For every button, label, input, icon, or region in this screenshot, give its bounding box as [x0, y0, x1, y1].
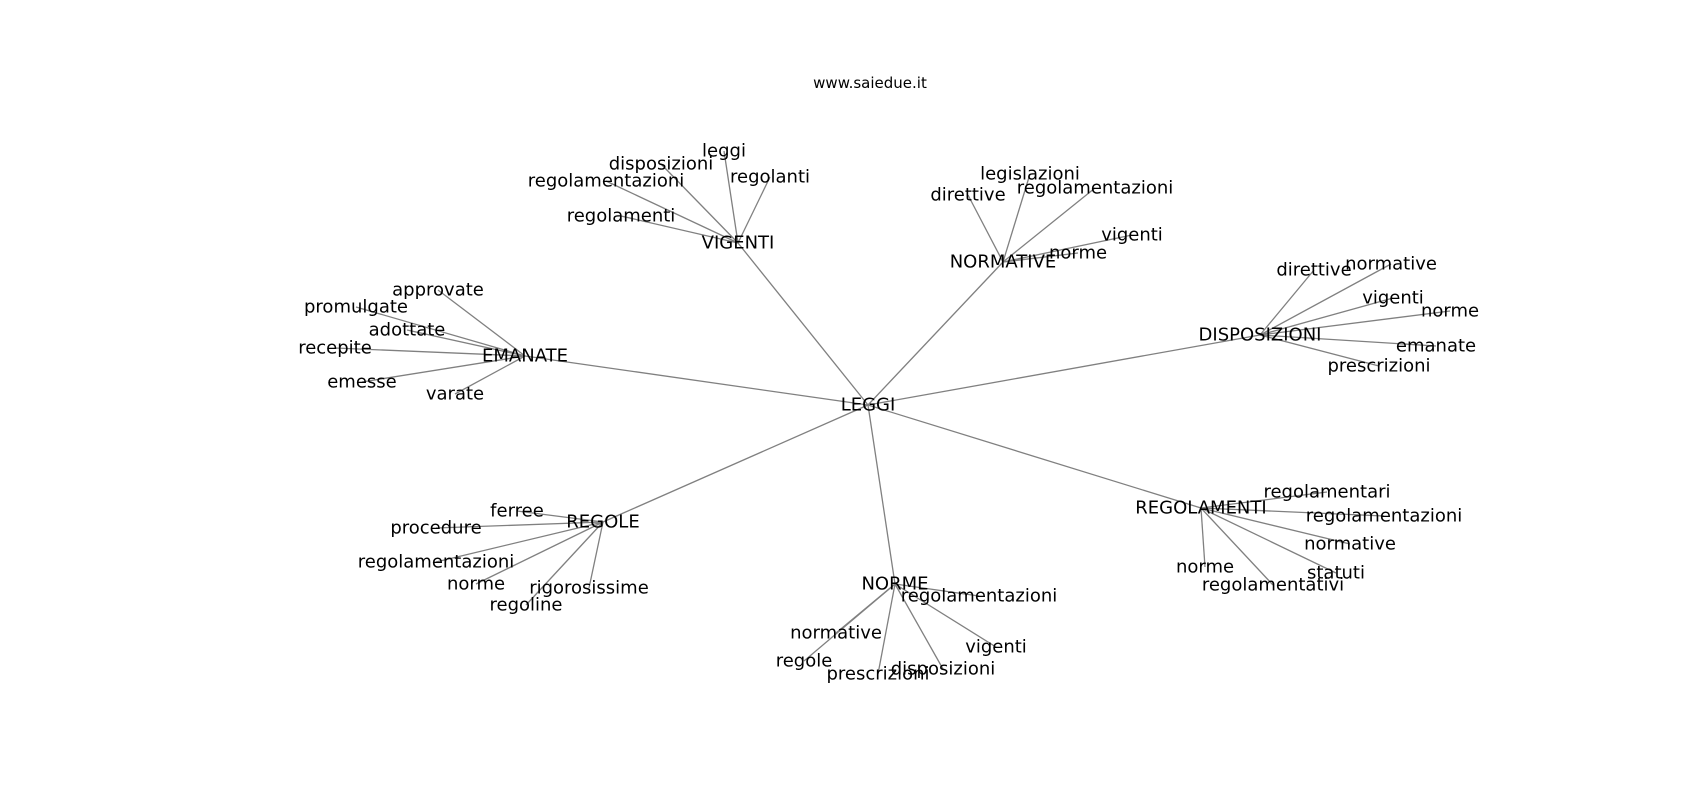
leaf-node-label: statuti: [1307, 563, 1365, 584]
leaf-node-label: regolamentazioni: [1306, 506, 1463, 527]
hub-node-label: REGOLE: [566, 512, 639, 533]
leaf-node-label: vigenti: [1362, 288, 1424, 309]
leaf-node-label: norme: [447, 574, 505, 595]
edge-regolamenti-regolamentari: [1200, 491, 1328, 509]
leaf-node-label: regolamentazioni: [528, 171, 685, 192]
edge-regolamenti-statuti: [1200, 507, 1337, 574]
leaf-node-label: emesse: [327, 372, 397, 393]
leaf-node-label: procedure: [390, 518, 481, 539]
edge-regole-regoline: [525, 521, 604, 606]
leaf-node-label: prescrizioni: [1327, 356, 1430, 377]
leaf-node-label: approvate: [392, 280, 484, 301]
edges-layer: [334, 150, 1451, 675]
edge-root-disposizioni: [867, 334, 1261, 406]
edge-vigenti-disposizioni: [660, 163, 739, 244]
leaf-node-label: adottate: [369, 320, 446, 341]
edge-vigenti-regolamenti: [620, 215, 739, 244]
leaf-node-label: rigorosissime: [529, 578, 649, 599]
leaf-node-label: regolamentativi: [1202, 575, 1344, 596]
edge-normative-regolamentazioni: [1002, 187, 1096, 263]
edge-emanate-adottate: [406, 329, 526, 357]
edge-regolamenti-regolamentazioni: [1200, 507, 1385, 517]
hub-node-label: NORMATIVE: [950, 252, 1057, 273]
hub-node-label: NORME: [861, 574, 928, 595]
edge-disposizioni-prescrizioni: [1259, 334, 1380, 367]
edge-regole-regolamentazioni: [435, 521, 604, 563]
edge-root-emanate: [524, 355, 869, 406]
leaf-node-label: regolanti: [730, 167, 810, 188]
hub-node-label: DISPOSIZIONI: [1199, 325, 1322, 346]
leaf-node-label: regolamenti: [567, 206, 676, 227]
leaf-node-label: promulgate: [304, 297, 408, 318]
leaf-node-label: regoline: [489, 595, 562, 616]
leaf-node-label: normative: [1304, 534, 1396, 555]
leaf-node-label: norme: [1049, 243, 1107, 264]
edge-norme-regolamentazioni: [894, 583, 980, 597]
graph-title: www.saiedue.it: [813, 74, 927, 92]
leaf-node-label: vigenti: [965, 637, 1027, 658]
edge-root-vigenti: [737, 242, 869, 406]
edge-disposizioni-normative: [1259, 263, 1392, 336]
edge-normative-legislazioni: [1002, 173, 1031, 263]
edge-normative-norme: [1002, 252, 1079, 263]
edge-norme-prescrizioni: [877, 583, 896, 675]
edge-regolamenti-norme: [1200, 507, 1206, 568]
leaf-node-label: norme: [1421, 301, 1479, 322]
edge-norme-disposizioni: [894, 583, 944, 670]
edge-normative-direttive: [967, 194, 1004, 263]
edge-regole-ferree: [516, 510, 604, 523]
edge-emanate-recepite: [334, 347, 526, 357]
edge-vigenti-regolanti: [737, 176, 771, 244]
leaf-node-label: direttive: [930, 185, 1005, 206]
edge-emanate-promulgate: [355, 306, 526, 357]
leaf-node-label: regolamentazioni: [358, 552, 515, 573]
edge-norme-vigenti: [894, 583, 997, 648]
edge-root-regolamenti: [867, 404, 1202, 509]
leaf-node-label: norme: [1176, 557, 1234, 578]
edge-norme-regole: [803, 583, 896, 662]
edge-emanate-emesse: [361, 355, 526, 383]
leaf-node-label: regolamentazioni: [901, 586, 1058, 607]
edge-root-norme: [867, 404, 896, 585]
leaf-node-label: emanate: [1396, 336, 1476, 357]
leaf-node-label: recepite: [298, 338, 372, 359]
hub-node-label: REGOLAMENTI: [1135, 498, 1266, 519]
leaf-node-label: vigenti: [1101, 225, 1163, 246]
leaf-node-label: varate: [426, 384, 484, 405]
edge-regole-procedure: [435, 521, 604, 529]
edge-regole-norme: [475, 521, 604, 585]
leaf-node-label: normative: [1345, 254, 1437, 275]
leaf-node-label: normative: [790, 623, 882, 644]
leaf-node-label: legislazioni: [980, 164, 1080, 185]
edge-disposizioni-direttive: [1259, 269, 1315, 336]
edge-regolamenti-regolamentativi: [1200, 507, 1274, 586]
edge-normative-vigenti: [1002, 234, 1133, 263]
hub-node-label: VIGENTI: [702, 233, 775, 254]
root-node-label: LEGGI: [841, 395, 896, 416]
leaf-node-label: disposizioni: [891, 659, 996, 680]
leaf-node-label: direttive: [1276, 260, 1351, 281]
edge-regole-rigorosissime: [588, 521, 604, 589]
leaf-node-label: prescrizioni: [826, 664, 929, 685]
edge-disposizioni-vigenti: [1259, 297, 1394, 336]
leaf-node-label: regolamentazioni: [1017, 178, 1174, 199]
hub-node-label: EMANATE: [482, 346, 568, 367]
edge-root-regole: [602, 404, 869, 523]
leaf-node-label: ferree: [490, 501, 544, 522]
edge-vigenti-leggi: [723, 150, 739, 244]
leaf-node-label: regolamentari: [1263, 482, 1390, 503]
edge-disposizioni-norme: [1259, 310, 1451, 336]
edge-emanate-approvate: [437, 289, 526, 357]
edge-emanate-varate: [454, 355, 526, 395]
leaf-node-label: leggi: [702, 141, 746, 162]
edge-regolamenti-normative: [1200, 507, 1351, 545]
edge-vigenti-regolamentazioni: [605, 180, 739, 244]
edge-disposizioni-emanate: [1259, 334, 1437, 347]
leaf-node-label: regole: [776, 651, 833, 672]
edge-root-normative: [867, 261, 1004, 406]
leaf-node-label: disposizioni: [609, 154, 714, 175]
